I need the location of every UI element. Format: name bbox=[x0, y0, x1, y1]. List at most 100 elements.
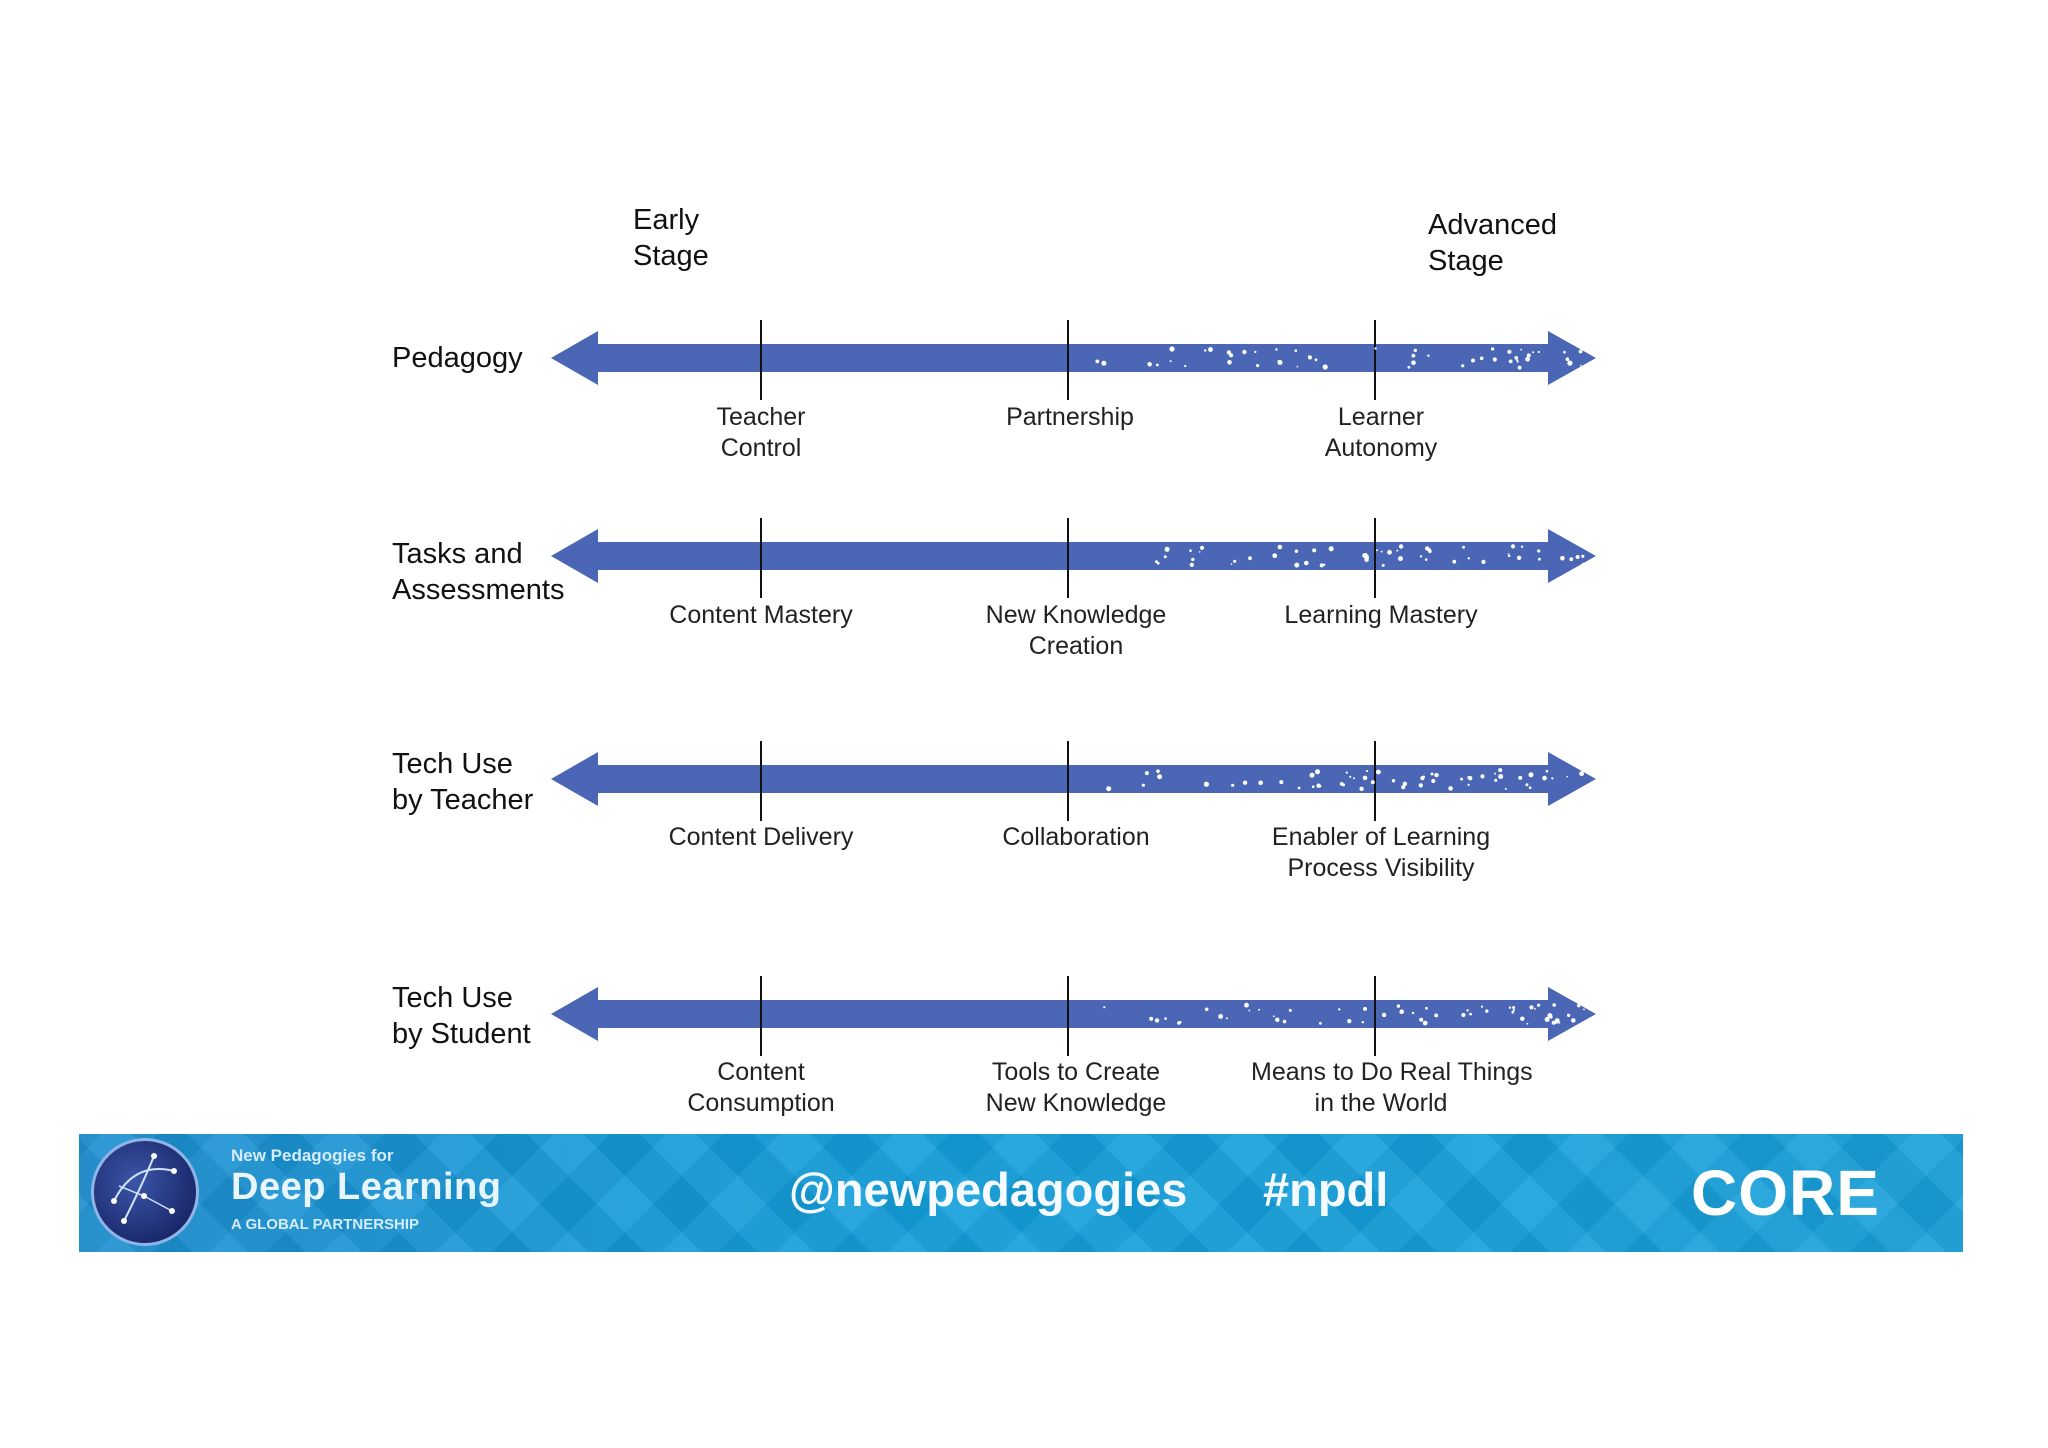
sparkle-dot bbox=[1537, 350, 1540, 354]
sparkle-dot bbox=[1538, 557, 1541, 561]
sparkle-dot bbox=[1542, 775, 1547, 781]
sparkle-dot bbox=[1526, 353, 1531, 358]
sparkle-dot bbox=[1353, 777, 1355, 780]
sparkle-dot bbox=[1315, 769, 1320, 775]
sparkle-dot bbox=[1510, 544, 1516, 549]
row-label-pedagogy: Pedagogy bbox=[392, 342, 523, 374]
sparkle-dot bbox=[1419, 555, 1423, 558]
sparkle-dot bbox=[1164, 546, 1170, 552]
sparkle-dot bbox=[1422, 775, 1425, 779]
sparkle-dot bbox=[1537, 1003, 1541, 1007]
sparkle-dot bbox=[1363, 1006, 1367, 1011]
sparkle-dot bbox=[1462, 545, 1465, 549]
sparkle-dot bbox=[1396, 549, 1399, 552]
sparkle-dot bbox=[1461, 364, 1465, 368]
sparkle-dot bbox=[1560, 555, 1565, 561]
sparkle-dot bbox=[1309, 772, 1315, 778]
sparkle-dot bbox=[1189, 549, 1192, 552]
footer-banner: New Pedagogies for Deep Learning A GLOBA… bbox=[79, 1134, 1963, 1252]
sparkle-dot bbox=[1528, 772, 1534, 778]
sparkle-dot bbox=[1103, 1006, 1106, 1009]
sparkle-dot bbox=[1297, 786, 1301, 790]
sparkle-dot bbox=[1095, 359, 1100, 364]
sparkle-dot bbox=[1248, 556, 1252, 561]
sparkle-dot bbox=[1537, 549, 1541, 553]
sparkle-dot bbox=[1467, 776, 1471, 779]
sparkle-dot bbox=[1498, 768, 1503, 773]
sparkle-dot bbox=[1448, 786, 1453, 791]
sparkle-dot bbox=[1418, 783, 1423, 788]
sparkle-dot bbox=[1272, 553, 1278, 559]
sparkle-dot bbox=[1576, 1003, 1581, 1008]
sparkle-dot bbox=[1169, 346, 1175, 352]
banner-pattern bbox=[79, 1134, 1963, 1252]
sparkle-dot bbox=[1460, 777, 1464, 781]
tick-label: Collaboration bbox=[1002, 823, 1150, 851]
sparkle-dot bbox=[1203, 781, 1209, 787]
sparkle-dot bbox=[1425, 1006, 1428, 1010]
sparkle-dot bbox=[1164, 1017, 1167, 1020]
brand-kicker: New Pedagogies for bbox=[231, 1146, 394, 1165]
sparkle-dot bbox=[1155, 363, 1159, 367]
sparkle-dot bbox=[1494, 778, 1498, 782]
sparkle-dot bbox=[1507, 553, 1510, 555]
tick-label: Content Delivery bbox=[668, 823, 854, 851]
sparkle-dot bbox=[1277, 360, 1281, 363]
sparkle-dot bbox=[1508, 359, 1513, 364]
sparkle-dot bbox=[1407, 365, 1411, 369]
sparkle-dot bbox=[1494, 772, 1497, 775]
sparkle-dot bbox=[1338, 1008, 1341, 1011]
sparkle-dot bbox=[1512, 1006, 1516, 1009]
sparkle-dot bbox=[1279, 780, 1284, 785]
sparkle-dot bbox=[1391, 779, 1396, 783]
sparkle-dot bbox=[1328, 546, 1334, 552]
sparkle-dot bbox=[1294, 549, 1299, 553]
sparkle-dot bbox=[1461, 1012, 1466, 1018]
sparkle-dot bbox=[1163, 555, 1167, 559]
row-label-tech-use-by-teacher: Tech Use by Teacher bbox=[392, 748, 534, 816]
sparkle-dot bbox=[1233, 559, 1237, 563]
sparkle-dot bbox=[1413, 348, 1418, 353]
sparkle-dot bbox=[1316, 783, 1321, 788]
sparkle-dot bbox=[1218, 1014, 1223, 1019]
sparkle-dot bbox=[1581, 554, 1585, 558]
sparkle-dot bbox=[1370, 780, 1375, 785]
sparkle-dot bbox=[1411, 353, 1416, 358]
brand-tagline: A GLOBAL PARTNERSHIP bbox=[231, 1216, 420, 1233]
sparkle-dot bbox=[1387, 549, 1392, 555]
sparkle-dot bbox=[1199, 545, 1205, 550]
sparkle-dot bbox=[1563, 350, 1566, 354]
sparkle-dot bbox=[1374, 347, 1377, 350]
sparkle-dot bbox=[1254, 350, 1257, 354]
tick-label: Learning Mastery bbox=[1284, 601, 1478, 629]
hashtag: #npdl bbox=[1263, 1163, 1389, 1216]
sparkle-dot bbox=[1479, 356, 1484, 361]
sparkle-dot bbox=[1339, 782, 1344, 786]
sparkle-dot bbox=[1525, 783, 1529, 787]
sparkle-dot bbox=[1516, 360, 1519, 363]
sparkle-dot bbox=[1514, 356, 1518, 360]
tick-label: Tools to Create New Knowledge bbox=[985, 1058, 1167, 1117]
sparkle-dot bbox=[1471, 358, 1475, 363]
sparkle-dot bbox=[1307, 355, 1311, 359]
sparkle-dot bbox=[1258, 780, 1263, 786]
sparkle-dot bbox=[1198, 551, 1201, 553]
sparkle-dot bbox=[1141, 783, 1145, 787]
sparkle-dot bbox=[1565, 357, 1570, 362]
sparkle-dot bbox=[1365, 769, 1369, 773]
sparkle-dot bbox=[1567, 360, 1573, 366]
sparkle-dot bbox=[1544, 1017, 1550, 1022]
sparkle-dot bbox=[1376, 769, 1381, 775]
sparkle-dot bbox=[1554, 1020, 1558, 1024]
sparkle-dot bbox=[1520, 1016, 1525, 1021]
sparkle-dot bbox=[1507, 349, 1512, 354]
sparkle-dot bbox=[1466, 1009, 1469, 1012]
sparkle-dot bbox=[1242, 349, 1247, 355]
arrow-body bbox=[551, 331, 1596, 385]
sparkle-dot bbox=[1319, 563, 1324, 568]
sparkle-dot bbox=[1101, 360, 1107, 366]
sparkle-dot bbox=[1427, 354, 1430, 357]
